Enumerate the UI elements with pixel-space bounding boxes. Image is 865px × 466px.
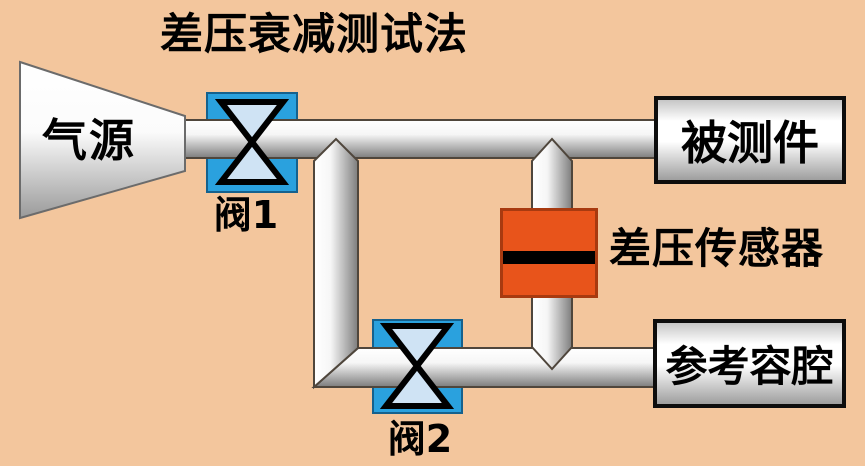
- diagram-title: 差压衰减测试法: [160, 10, 468, 60]
- dp-sensor-stripe: [503, 251, 595, 264]
- reference-chamber-box: 参考容腔: [653, 319, 846, 408]
- gas-source-label: 气源: [42, 114, 137, 167]
- gas-source-funnel: [19, 60, 186, 220]
- reference-chamber-label: 参考容腔: [665, 342, 834, 391]
- pipe-branch-left: [313, 137, 359, 390]
- pipe-bottom: [311, 347, 661, 388]
- dp-sensor-label: 差压传感器: [609, 224, 825, 273]
- dp-sensor-body: [500, 208, 598, 298]
- device-under-test-label: 被测件: [681, 116, 819, 170]
- valve1-label: 阀1: [213, 193, 279, 237]
- valve2-label: 阀2: [387, 417, 453, 461]
- valve1-hourglass-icon: [214, 99, 290, 185]
- valve2-hourglass-icon: [379, 323, 455, 409]
- device-under-test-box: 被测件: [654, 96, 846, 184]
